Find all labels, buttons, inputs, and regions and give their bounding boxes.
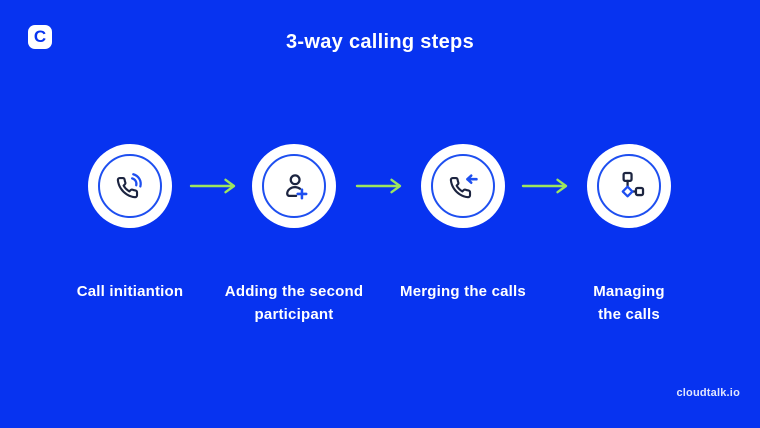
- add-person-icon: [286, 174, 308, 200]
- logo-letter: C: [33, 26, 47, 46]
- step-circle-merge-calls: [421, 144, 505, 228]
- arrow-right-icon: [355, 178, 402, 194]
- arrow-right-icon: [189, 178, 236, 194]
- step-label-call-initiation: Call initiantion: [76, 283, 184, 300]
- step-circle-manage-calls: [587, 144, 671, 228]
- page-title: 3-way calling steps: [286, 31, 474, 53]
- phone-incoming-icon: [449, 174, 478, 199]
- step-label-manage-calls: Managing the calls: [593, 283, 665, 324]
- arrow-right-icon: [521, 178, 568, 194]
- website-url: cloudtalk.io: [676, 387, 740, 399]
- workflow-nodes-icon: [621, 171, 645, 198]
- cloudtalk-logo: C: [28, 25, 52, 49]
- step-label-add-participant: Adding the second participant: [224, 283, 364, 324]
- circle-ring: [98, 154, 162, 218]
- circle-ring: [431, 154, 495, 218]
- step-circle-call-initiation: [88, 144, 172, 228]
- step-circle-add-participant: [252, 144, 336, 228]
- circle-ring: [597, 154, 661, 218]
- circle-ring: [262, 154, 326, 218]
- phone-ringing-icon: [116, 173, 142, 199]
- step-label-merge-calls: Merging the calls: [400, 283, 526, 300]
